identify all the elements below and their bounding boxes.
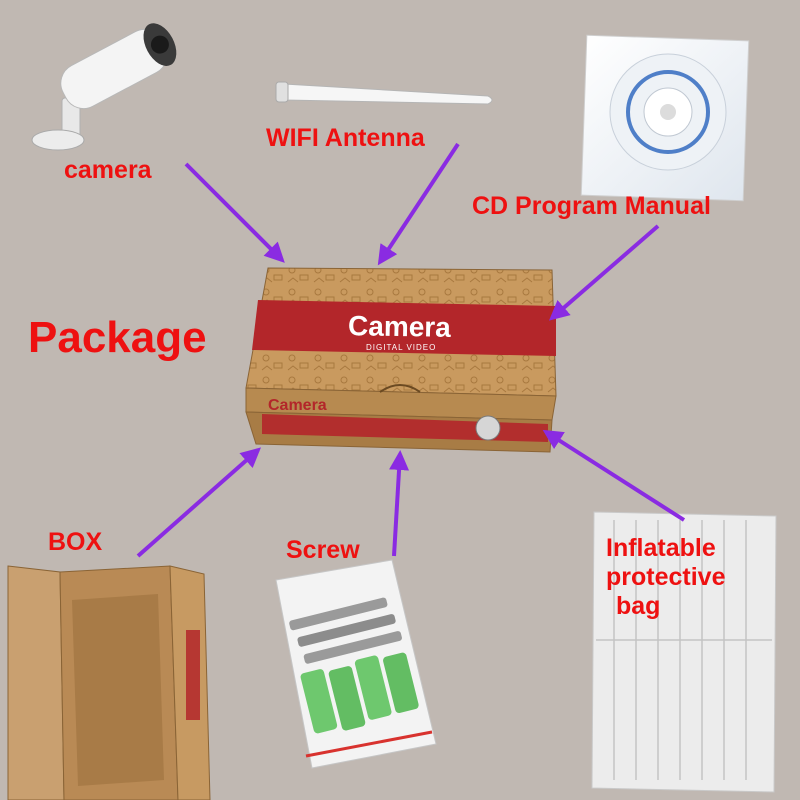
arrow-cd-to-package	[548, 224, 660, 321]
package-brand-subtext: DIGITAL VIDEO	[366, 343, 436, 352]
arrows	[136, 142, 686, 558]
wifi-antenna-image	[275, 81, 493, 105]
label-bag-line-1: Inflatable	[606, 534, 716, 562]
arrow-camera-to-package	[184, 162, 285, 263]
security-camera-image	[31, 23, 177, 151]
label-package: Package	[28, 313, 207, 362]
package-side-brand-text: Camera	[268, 397, 327, 414]
arrow-box-to-package	[136, 447, 261, 558]
inflatable-bag-image	[591, 511, 777, 793]
label-bag-line-2: protective	[606, 563, 726, 591]
label-camera: camera	[64, 156, 152, 184]
package-brand-text: Camera	[348, 310, 452, 343]
arrow-antenna-to-package	[377, 142, 460, 266]
package-box-image	[245, 267, 557, 453]
label-screw: Screw	[286, 536, 360, 564]
label-wifi-antenna: WIFI Antenna	[266, 124, 425, 152]
label-box: BOX	[48, 528, 103, 556]
arrow-bag-to-package	[542, 429, 686, 522]
screw-bag-image	[275, 559, 437, 769]
label-cd-program-manual: CD Program Manual	[472, 192, 711, 220]
label-inflatable-protective-bag: Inflatable protective bag	[606, 534, 725, 621]
label-bag-line-3: bag	[616, 592, 661, 620]
cd-sleeve-image	[580, 34, 750, 202]
arrow-screw-to-package	[389, 450, 410, 557]
open-box-image	[7, 565, 211, 800]
